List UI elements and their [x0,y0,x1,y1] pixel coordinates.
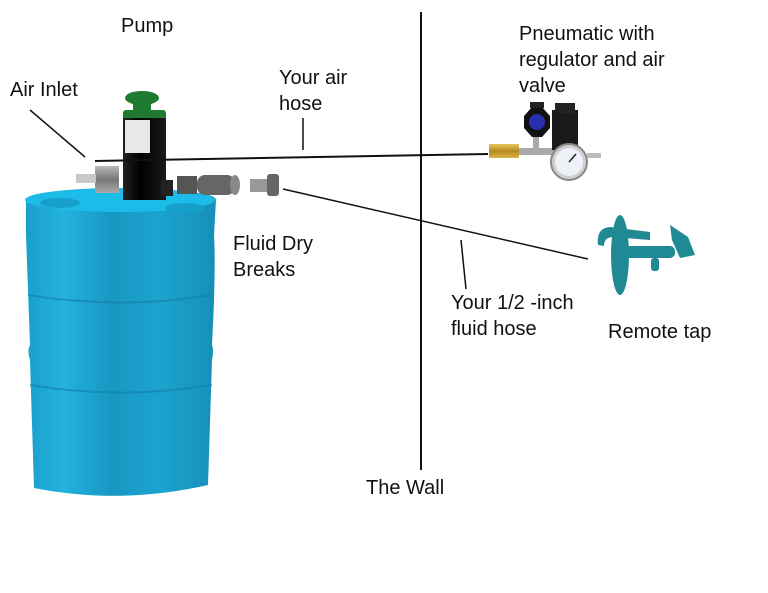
pneumatic-label-line1: Pneumatic with [519,23,655,45]
drum-illustration [25,188,216,496]
fluid-dry-label-line1: Fluid Dry [233,233,314,255]
fluid-hose-label-line2: fluid hose [451,318,537,340]
air-hose-label-line2: hose [279,93,323,115]
pump-label: Pump [121,15,174,37]
air-hose-line [94,153,489,162]
remote-tap-illustration [597,215,695,295]
air-hose-label-line1: Your air [279,67,348,89]
air-inlet-pointer [29,109,86,158]
pneumatic-regulator-illustration [489,102,601,181]
fluid-dry-label-line2: Breaks [233,259,296,281]
fluid-hose-label-line1: Your 1/2 -inch [451,292,574,314]
pump-illustration [76,91,173,200]
air-inlet-label: Air Inlet [10,79,78,101]
fluid-hose-line [282,188,589,260]
pneumatic-label-line3: valve [519,75,566,97]
fluid-hose-pointer [460,239,467,290]
pneumatic-label-line2: regulator and air [519,49,665,71]
remote-tap-label: Remote tap [608,321,712,343]
wall-label: The Wall [366,477,445,499]
fluid-dry-breaks-illustration [177,174,279,196]
